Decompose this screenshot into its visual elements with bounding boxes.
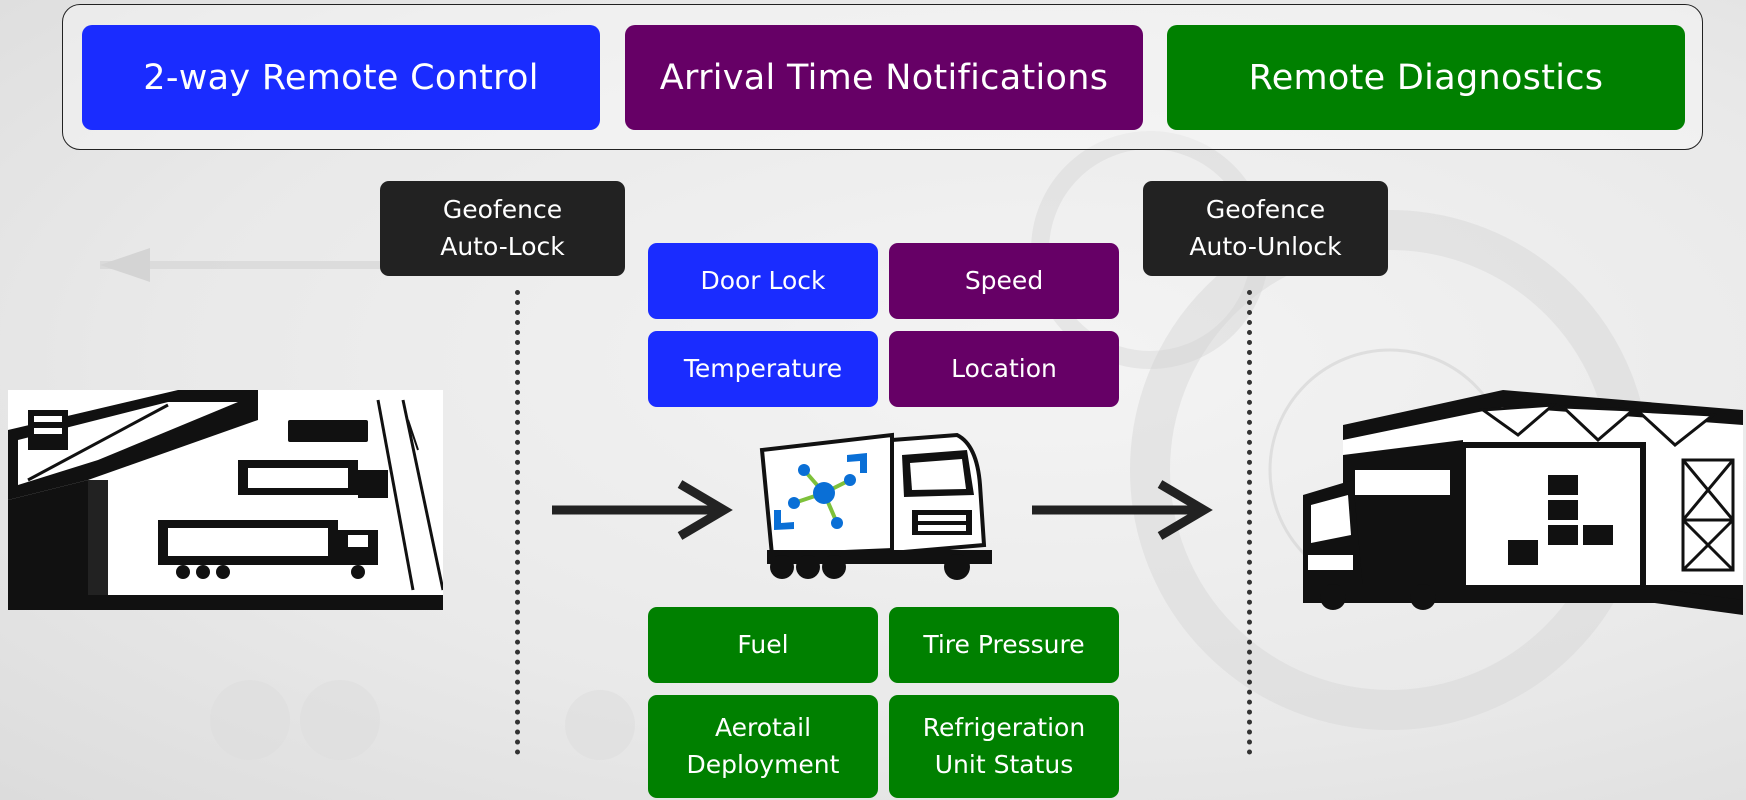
category-remote-diagnostics: Remote Diagnostics: [1167, 25, 1685, 130]
category-arrival-notifications: Arrival Time Notifications: [625, 25, 1143, 130]
arrow-right-icon: [552, 480, 733, 540]
feature-location: Location: [889, 331, 1119, 407]
warehouse-with-trucks-icon: [8, 390, 443, 610]
category-remote-control: 2-way Remote Control: [82, 25, 600, 130]
geofence-lock-boundary: [515, 290, 520, 755]
loading-dock-icon: [1303, 390, 1743, 615]
feature-door-lock: Door Lock: [648, 243, 878, 319]
feature-speed: Speed: [889, 243, 1119, 319]
arrow-right-icon: [1032, 480, 1213, 540]
feature-temperature: Temperature: [648, 331, 878, 407]
connected-truck-icon: [759, 432, 992, 580]
feature-fuel: Fuel: [648, 607, 878, 683]
geofence-auto-unlock: Geofence Auto-Unlock: [1143, 181, 1388, 276]
feature-aerotail-deployment: Aerotail Deployment: [648, 695, 878, 798]
feature-tire-pressure: Tire Pressure: [889, 607, 1119, 683]
geofence-auto-lock: Geofence Auto-Lock: [380, 181, 625, 276]
geofence-unlock-boundary: [1247, 290, 1252, 755]
feature-refrigeration-unit-status: Refrigeration Unit Status: [889, 695, 1119, 798]
